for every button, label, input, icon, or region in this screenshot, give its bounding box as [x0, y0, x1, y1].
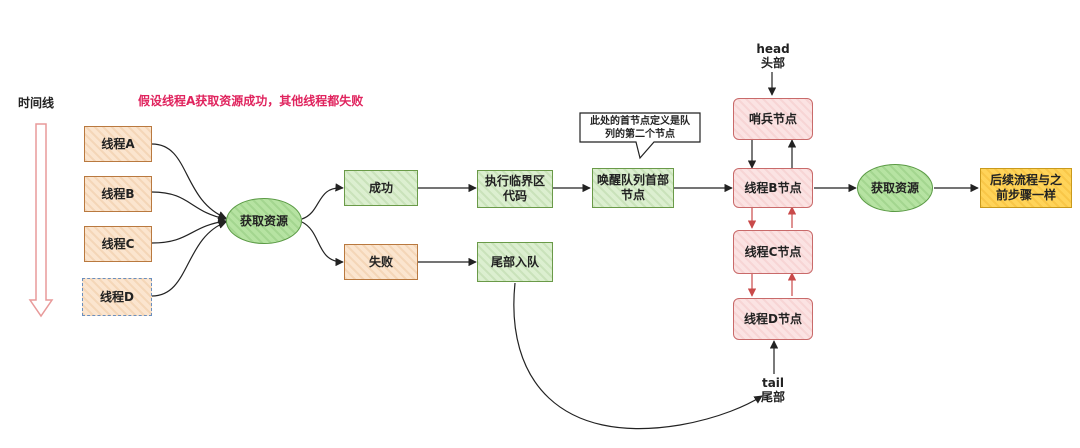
follow-up-line2: 前步骤一样 [995, 188, 1056, 202]
tail-label-en: tail [761, 376, 785, 390]
connector-thread-d [151, 220, 227, 297]
failure-box: 失败 [344, 244, 418, 280]
callout-bubble [579, 112, 701, 160]
critical-section-line2: 代码 [502, 189, 527, 203]
connector-thread-a [151, 143, 227, 220]
connector-thread-c [151, 217, 227, 244]
critical-section-line1: 执行临界区 [484, 174, 545, 188]
success-box: 成功 [344, 170, 418, 206]
thread-d-box: 线程D [82, 278, 152, 316]
assumption-note: 假设线程A获取资源成功，其他线程都失败 [138, 94, 364, 108]
sentinel-node: 哨兵节点 [733, 98, 813, 140]
follow-up-line1: 后续流程与之 [989, 173, 1062, 187]
connector-thread-b [151, 191, 227, 222]
thread-c-box: 线程C [84, 226, 152, 262]
enqueue-tail-box: 尾部入队 [477, 242, 553, 282]
connector-enqueue-tail [513, 282, 763, 430]
wake-queue-head-line1: 唤醒队列首部 [596, 173, 669, 187]
thread-d-node: 线程D节点 [733, 298, 813, 340]
time-axis-arrow [28, 123, 54, 318]
critical-section-box: 执行临界区 代码 [477, 170, 553, 208]
acquire-resource-node-2: 获取资源 [857, 164, 933, 212]
connector-to-success [301, 183, 344, 220]
wake-queue-head-line2: 节点 [620, 188, 645, 202]
wake-queue-head-box: 唤醒队列首部 节点 [592, 168, 674, 208]
head-label: head 头部 [752, 42, 794, 70]
head-label-en: head [756, 42, 790, 56]
head-label-zh: 头部 [760, 56, 785, 70]
thread-c-node: 线程C节点 [733, 230, 813, 274]
tail-label: tail 尾部 [752, 376, 794, 404]
thread-b-node: 线程B节点 [733, 168, 813, 208]
thread-b-box: 线程B [84, 176, 152, 212]
callout-line2: 列的第二个节点 [605, 129, 675, 140]
callout-text: 此处的首节点定义是队 列的第二个节点 [582, 115, 698, 141]
callout-line1: 此处的首节点定义是队 [590, 116, 690, 127]
time-axis-label: 时间线 [18, 96, 55, 110]
acquire-resource-node: 获取资源 [226, 198, 302, 244]
connector-to-failure [301, 221, 344, 267]
follow-up-box: 后续流程与之 前步骤一样 [980, 168, 1072, 208]
thread-a-box: 线程A [84, 126, 152, 162]
tail-label-zh: 尾部 [760, 390, 785, 404]
